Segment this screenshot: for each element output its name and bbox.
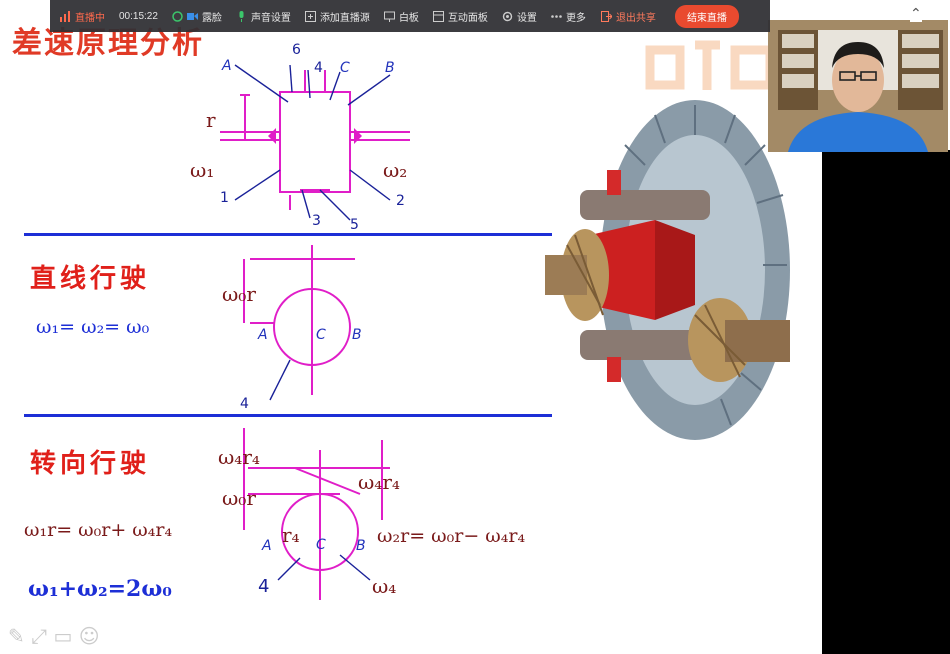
video-icon: [186, 12, 198, 20]
diagram1-label-omega1: ω₁: [190, 158, 215, 182]
more-dots-icon: [551, 14, 562, 18]
stop-share-button[interactable]: 退出共享: [600, 8, 657, 25]
live-status: 直播中: [60, 9, 105, 24]
presentation-slide: 差速原理分析: [8, 26, 790, 648]
diagram1-label-C: C: [340, 60, 350, 76]
equation-turn-right: ω₂r= ω₀r− ω₄r₄: [377, 525, 526, 547]
section-title-turning: 转向行驶: [30, 449, 151, 479]
toolbar-item-label: 互动面板: [447, 12, 488, 24]
diagram1-number-3: 3: [312, 213, 321, 229]
diagram3-label-omega4r4-left: ω₄r₄: [218, 445, 260, 469]
diagram1-number-4: 4: [314, 60, 323, 76]
diagram3-label-C: C: [316, 537, 326, 553]
whiteboard-icon: [383, 11, 395, 22]
diagram2-label-B: B: [352, 327, 362, 343]
equation-result: ω₁+ω₂=2ω₀: [28, 576, 172, 602]
diagram1-label-r: r: [206, 108, 216, 132]
microphone-icon: [239, 10, 244, 22]
panel-icon: [432, 10, 444, 22]
live-label: 直播中: [75, 12, 105, 24]
toolbar-item-label: 设置: [516, 12, 537, 24]
diagram3-label-omega0r: ω₀r: [222, 486, 256, 510]
toolbar-item-label: 更多: [565, 12, 586, 24]
diagram1-number-6: 6: [292, 42, 301, 58]
diagram1-label-B: B: [385, 60, 395, 76]
diagram2-number-4: 4: [240, 396, 249, 412]
diagram1-number-1: 1: [220, 190, 229, 206]
diagram3-label-omega4r4-right: ω₄r₄: [358, 470, 400, 494]
section-title-straight: 直线行驶: [30, 264, 151, 294]
diagram1-label-omega2: ω₂: [383, 158, 408, 182]
stop-share-label: 退出共享: [615, 12, 656, 24]
equation-straight: ω₁= ω₂= ω₀: [36, 316, 150, 338]
straight-driving-diagram: [243, 245, 355, 401]
add-source-icon: [304, 10, 316, 22]
gear-icon: [502, 11, 513, 21]
exit-share-icon: [600, 10, 612, 22]
differential-schematic: [220, 64, 410, 221]
toolbar-audio-settings[interactable]: 声音设置: [236, 9, 291, 24]
diagram2-label-A: A: [258, 327, 268, 343]
toolbar-item-label: 露脸: [201, 12, 222, 24]
diagram1-number-5: 5: [350, 217, 359, 233]
equation-turn-left: ω₁r= ω₀r+ ω₄r₄: [24, 519, 173, 541]
end-live-button[interactable]: 结束直播: [674, 4, 739, 28]
signal-bars-icon: [60, 10, 70, 22]
webcam-feed[interactable]: [768, 20, 948, 152]
side-black-panel: [822, 150, 950, 654]
diagram3-label-omega4: ω₄: [372, 574, 397, 598]
toolbar-more[interactable]: 更多: [551, 9, 586, 24]
watermark-logo: [640, 30, 780, 110]
annotation-tools-icon[interactable]: ✎ ⤢ ▭ ☺: [8, 624, 100, 648]
diagram1-number-2: 2: [396, 193, 405, 209]
toolbar-camera[interactable]: 露脸: [172, 9, 222, 24]
toolbar-add-source[interactable]: 添加直播源: [304, 9, 370, 24]
diagram3-label-r4: r₄: [282, 523, 300, 547]
live-timer: 00:15:22: [119, 10, 158, 22]
diagram2-label-C: C: [316, 327, 326, 343]
toolbar-settings[interactable]: 设置: [502, 9, 537, 24]
diagram3-label-B: B: [356, 538, 366, 554]
turning-diagram: [243, 428, 390, 600]
live-stream-toolbar: 直播中 00:15:22 露脸 声音设置 添加直播源 白板 互动面板 设置 更多…: [50, 0, 770, 32]
diagram2-label-omega0r: ω₀r: [222, 282, 256, 306]
toolbar-item-label: 白板: [398, 12, 419, 24]
camera-icon: [172, 10, 183, 22]
section-divider-2: [24, 414, 552, 417]
diagram3-number-4: 4: [258, 576, 270, 597]
diagram3-label-A: A: [262, 538, 272, 554]
toolbar-item-label: 声音设置: [250, 12, 291, 24]
toolbar-interaction-panel[interactable]: 互动面板: [432, 9, 488, 24]
expand-toolbar-icon[interactable]: ⌃: [910, 6, 922, 22]
diagram1-label-A: A: [222, 58, 232, 74]
toolbar-item-label: 添加直播源: [319, 12, 370, 24]
differential-gear-illustration: [545, 100, 790, 440]
section-divider-1: [24, 233, 552, 236]
toolbar-whiteboard[interactable]: 白板: [383, 9, 419, 24]
